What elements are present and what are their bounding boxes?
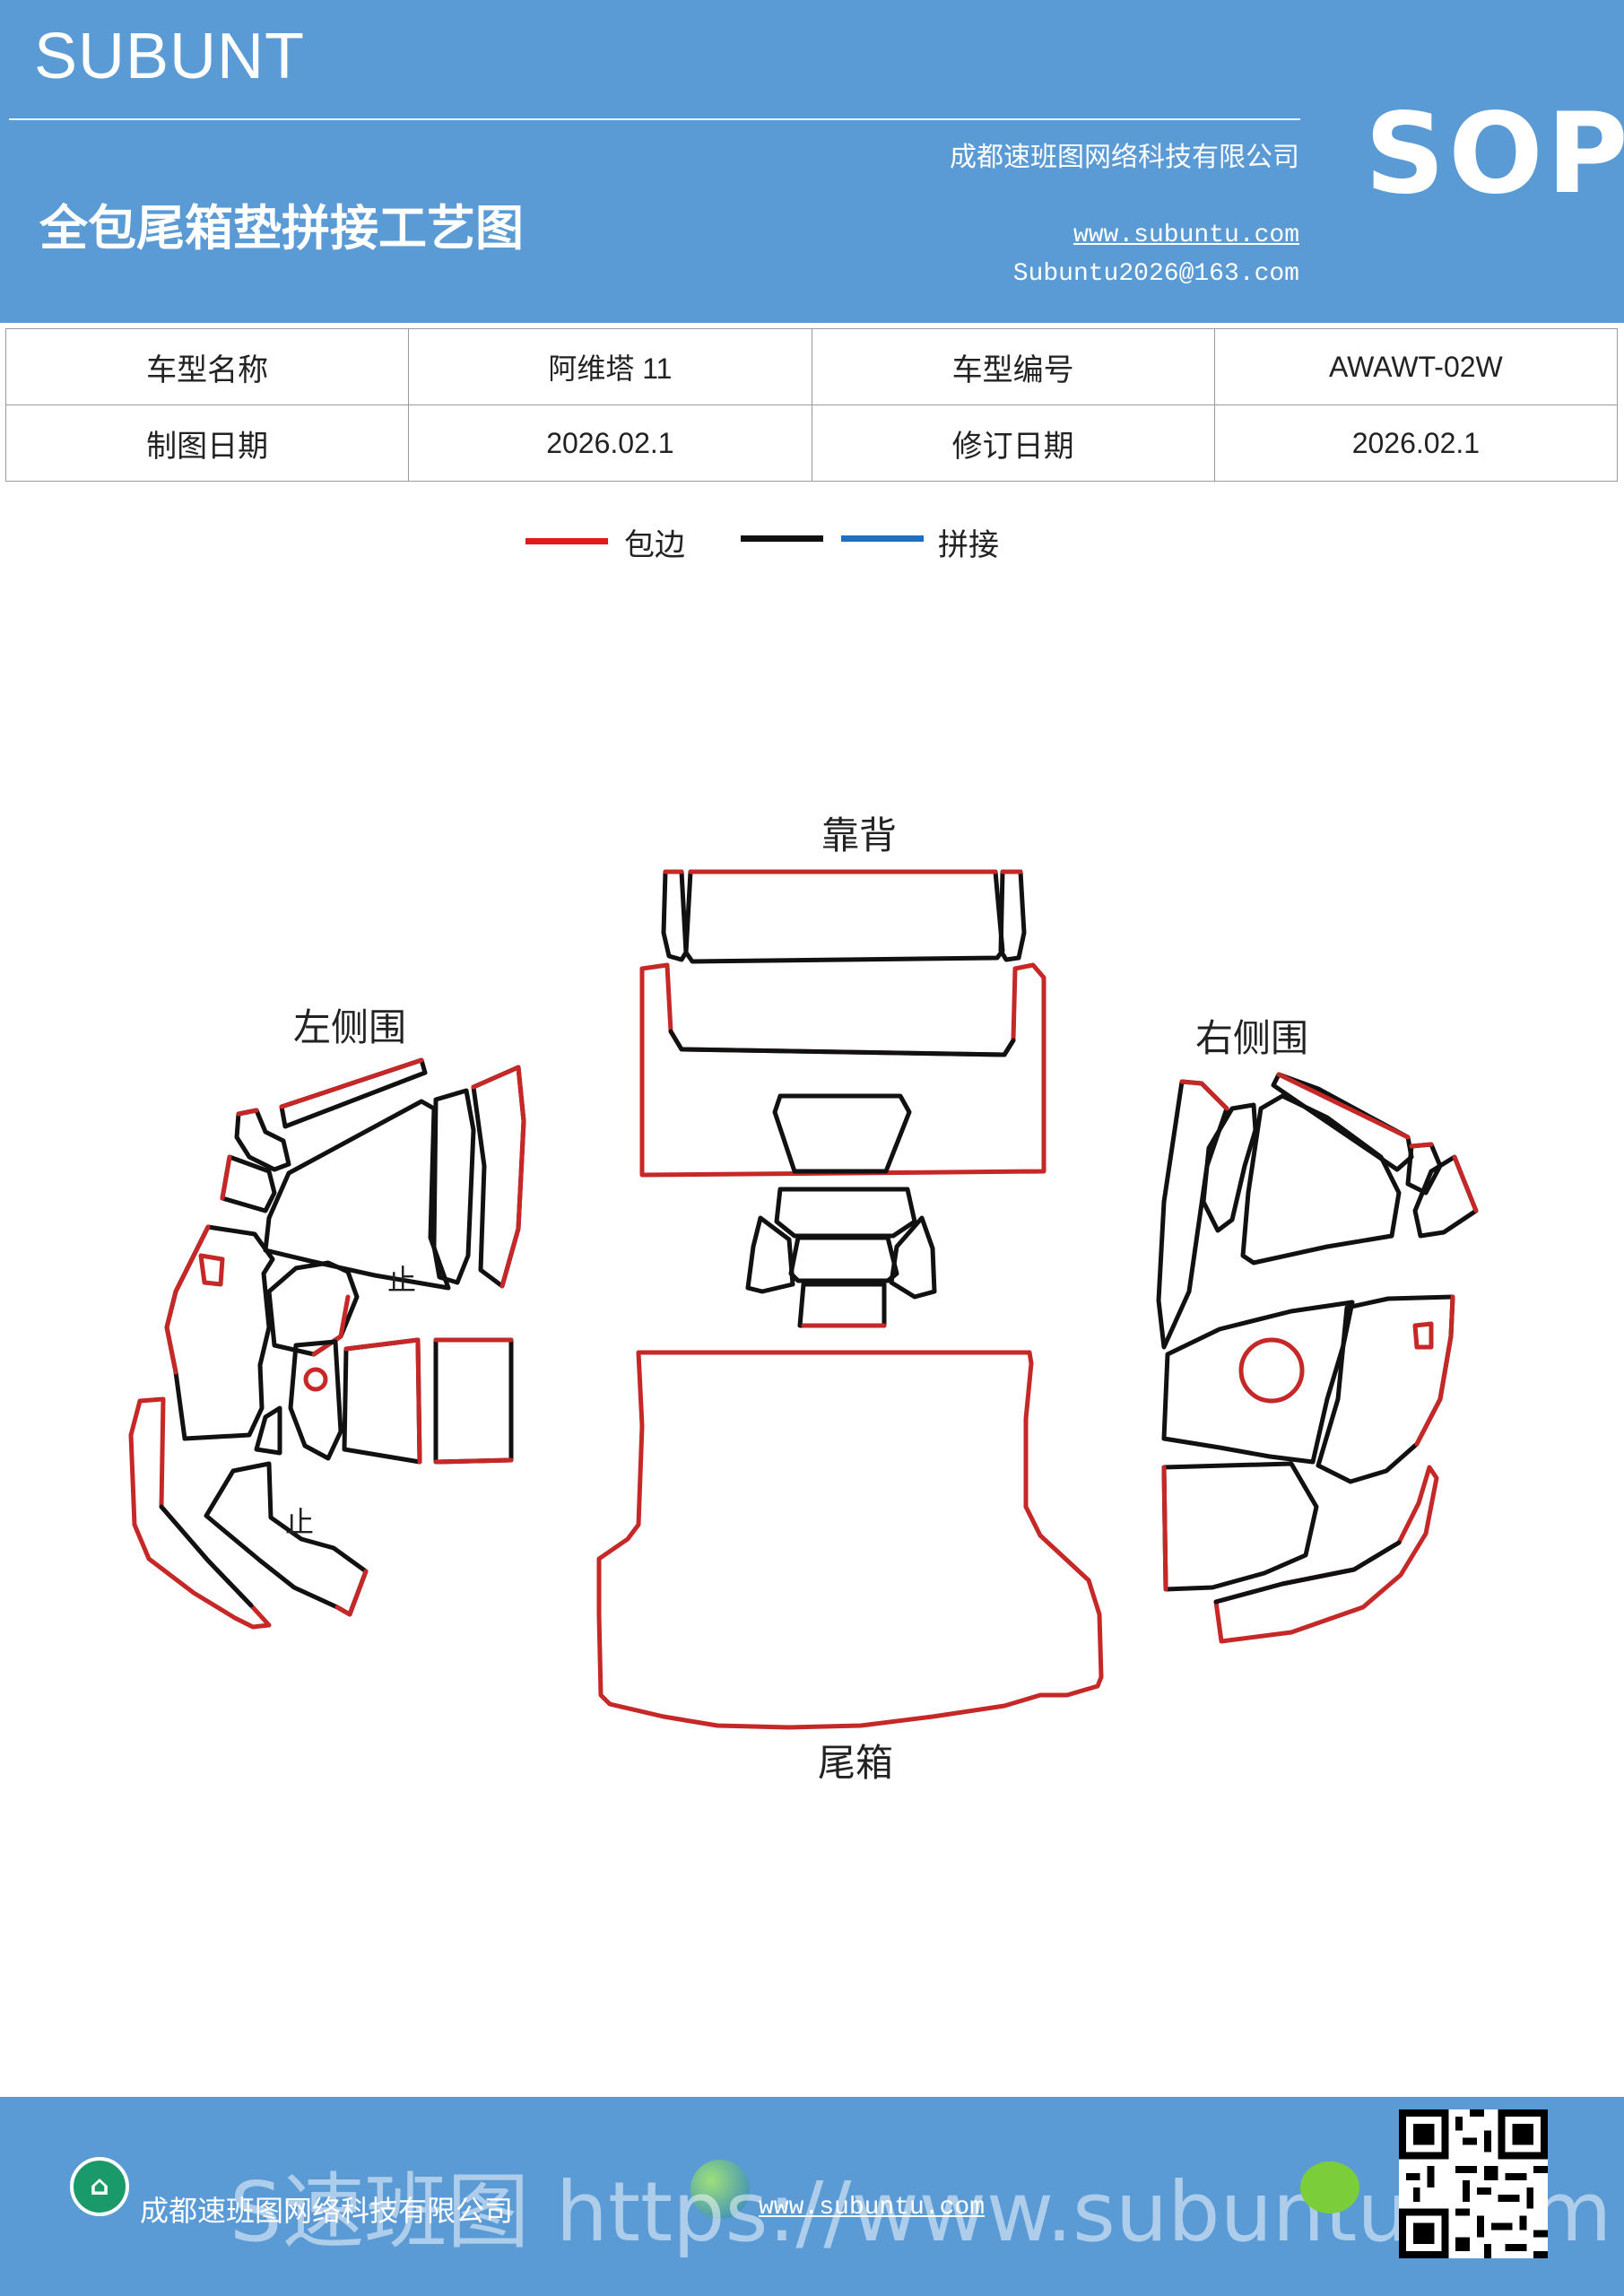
left-side-label: 左侧围 [293, 1005, 406, 1049]
website-link[interactable]: www.subuntu.com [1073, 222, 1299, 249]
legend: 包边 拼接 [0, 520, 1624, 574]
footer-website-link[interactable]: www.subuntu.com [759, 2194, 986, 2222]
edge-swatch [525, 538, 608, 544]
backrest-center-piece [772, 1093, 912, 1174]
backrest-left-strip [661, 869, 689, 962]
table-row: 制图日期 2026.02.1 修订日期 2026.02.1 [4, 404, 1619, 482]
backrest-group [639, 869, 1046, 1328]
right-top-strip [1271, 1072, 1414, 1172]
left-mid-block [288, 1339, 343, 1461]
left-top-strip [279, 1057, 428, 1129]
wechat-icon [1300, 2161, 1359, 2213]
left-lower-panel [204, 1461, 369, 1617]
left-small-plug [254, 1405, 282, 1456]
right-lower-block [1161, 1461, 1319, 1592]
trunk-group [596, 1350, 1104, 1730]
left-side-group [128, 1057, 526, 1630]
footer-watermark: S速班图 https://www.subuntu.com [230, 2164, 1612, 2260]
email-link[interactable]: Subuntu2026@163.com [1012, 260, 1299, 288]
backrest-label: 靠背 [821, 813, 897, 857]
revise-date-value: 2026.02.1 [1213, 404, 1619, 482]
left-tall-piece-slot [198, 1253, 225, 1287]
vehicle-info-table: 车型名称 阿维塔 11 车型编号 AWAWT-02W 制图日期 2026.02.… [4, 328, 1619, 482]
backrest-left-wing [745, 1215, 795, 1294]
header-banner [0, 0, 1624, 323]
black-swatch [741, 535, 823, 542]
left-wing-a [234, 1108, 291, 1172]
model-code-value: AWAWT-02W [1213, 328, 1619, 405]
qr-code [1399, 2109, 1548, 2258]
page-title: 全包尾箱垫拼接工艺图 [39, 199, 524, 257]
right-outer-strip [1156, 1079, 1229, 1350]
edge-legend-label: 包边 [624, 527, 685, 563]
model-name-value: 阿维塔 11 [408, 328, 812, 405]
globe-icon [690, 2160, 750, 2219]
right-vertical-strip [1201, 1102, 1258, 1233]
stop-mark-lower: 止 [285, 1505, 314, 1539]
backrest-right-wing [889, 1215, 937, 1300]
trunk-label: 尾箱 [818, 1741, 893, 1785]
qr-code-icon [1399, 2109, 1548, 2258]
right-side-slot [1412, 1321, 1434, 1350]
company-icon: ⌂ [70, 2157, 129, 2216]
company-name: 成都速班图网络科技有限公司 [950, 142, 1299, 173]
model-name-label: 车型名称 [4, 328, 410, 405]
left-mid-hole [303, 1367, 328, 1392]
right-side-group [1156, 1072, 1479, 1644]
right-side-label: 右侧围 [1195, 1016, 1308, 1060]
left-rect-b [433, 1337, 514, 1465]
table-row: 车型名称 阿维塔 11 车型编号 AWAWT-02W [4, 328, 1619, 405]
splice-swatch [841, 535, 924, 542]
right-panel-hole [1238, 1337, 1305, 1404]
left-middle-flap [266, 1260, 360, 1357]
draw-date-label: 制图日期 [4, 404, 410, 482]
sop-badge: SOP [1365, 90, 1624, 219]
backrest-mid-piece-2 [788, 1235, 899, 1283]
backrest-lower-panel [639, 962, 1046, 1178]
left-rect-a [342, 1337, 422, 1465]
draw-date-value: 2026.02.1 [408, 404, 812, 482]
trunk-floor-panel [596, 1350, 1104, 1730]
left-outer-strip [471, 1065, 526, 1289]
stop-mark-upper: 止 [387, 1263, 416, 1297]
right-lower-curve [1213, 1465, 1439, 1644]
brand-logo: SUBUNT [34, 21, 306, 92]
backrest-bottom-piece [797, 1282, 887, 1328]
left-vertical-strip [431, 1088, 476, 1285]
backrest-mid-piece [774, 1187, 917, 1239]
header-divider [9, 118, 1300, 120]
splice-legend-label: 拼接 [938, 527, 999, 563]
right-wing-b [1412, 1154, 1479, 1239]
right-big-panel [1161, 1300, 1355, 1465]
footer-company: 成都速班图网络科技有限公司 [140, 2194, 514, 2228]
revise-date-label: 修订日期 [811, 404, 1215, 482]
model-code-label: 车型编号 [811, 328, 1215, 405]
left-main-triangle [263, 1099, 451, 1291]
backrest-top-panel [683, 869, 1005, 964]
